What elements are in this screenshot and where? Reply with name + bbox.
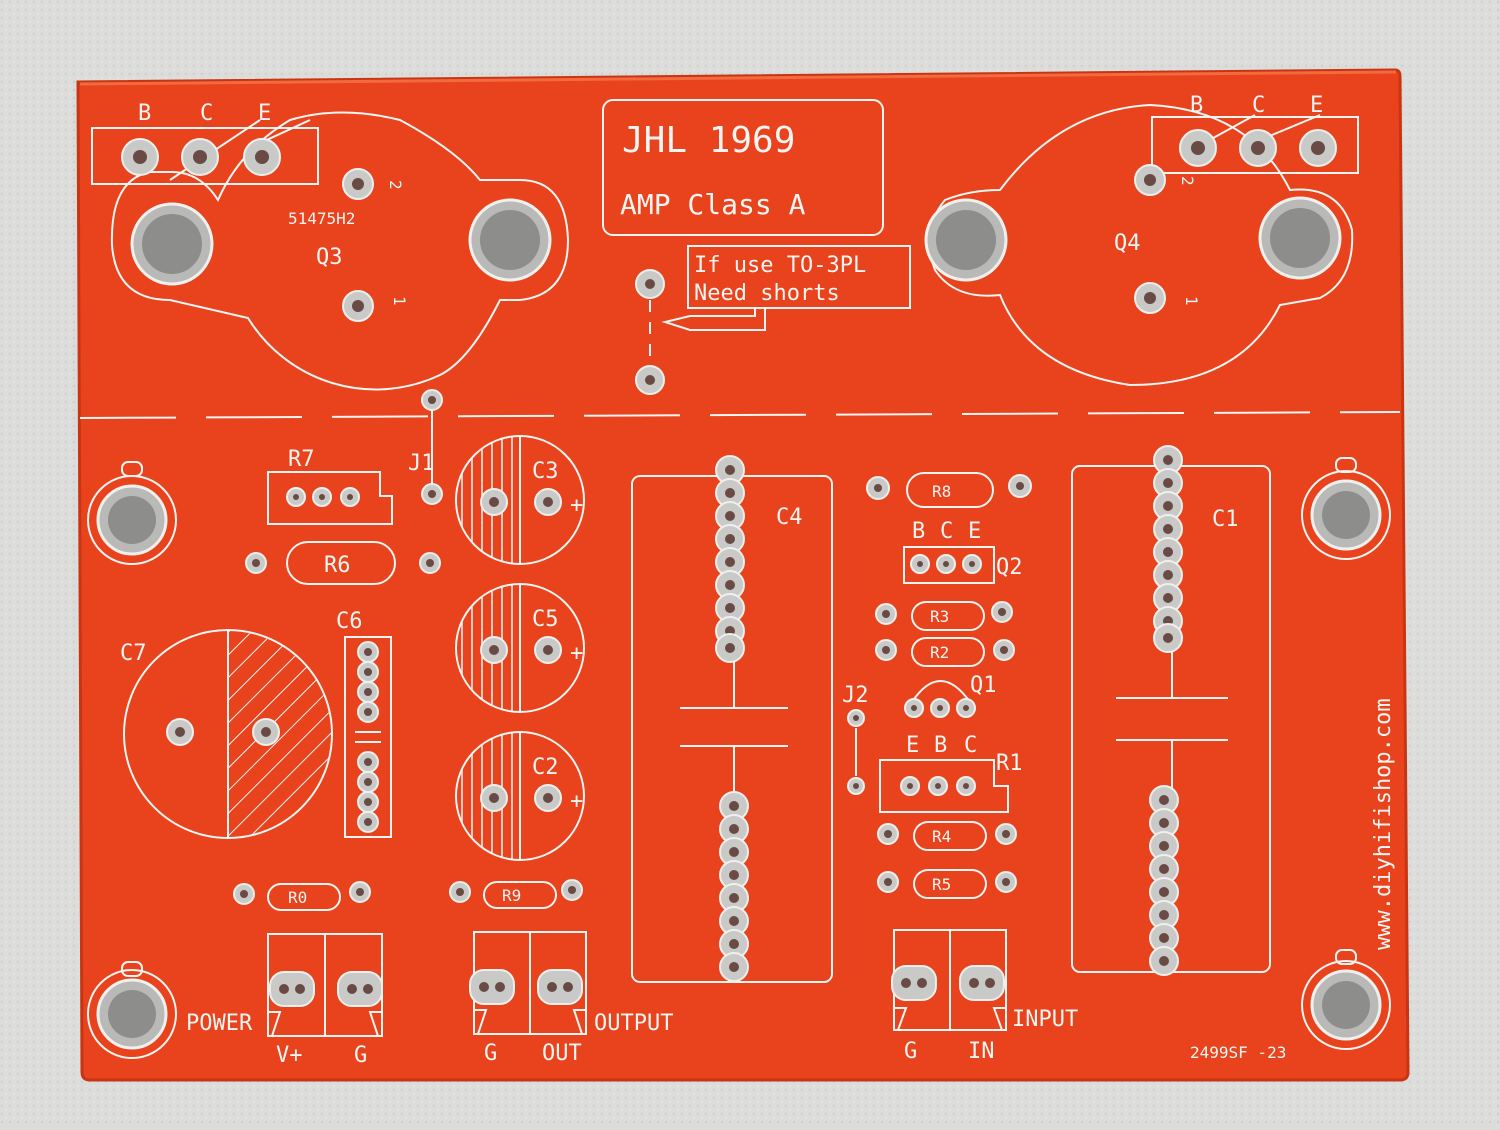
q1-pin-b: B <box>934 733 947 758</box>
title-line2: AMP Class A <box>620 188 806 221</box>
r2-footprint: R2 <box>875 637 1015 667</box>
c6-label: C6 <box>336 609 363 634</box>
q4-pin1-label: 1 <box>1182 296 1201 306</box>
output-pin-a: G <box>484 1041 497 1066</box>
mount-hole-right-top <box>1301 457 1391 560</box>
q4-pin2-label: 2 <box>1178 176 1197 186</box>
c5-plus: + <box>570 641 583 666</box>
to3pl-note: If use TO-3PL Need shorts <box>635 245 911 395</box>
r4-label: R4 <box>932 827 951 846</box>
r5-label: R5 <box>932 875 951 894</box>
power-pin-b: G <box>354 1043 367 1068</box>
q1-pin-e: E <box>906 733 919 758</box>
note-line1: If use TO-3PL <box>694 253 866 278</box>
r3-footprint: R3 <box>875 601 1013 631</box>
r8-label: R8 <box>932 482 951 501</box>
divider-line <box>79 411 1401 419</box>
c4-label: C4 <box>776 505 803 530</box>
q4-pin-b-label: B <box>1190 93 1203 118</box>
r6-footprint: R6 <box>245 541 441 585</box>
q3-pin2-label: 2 <box>386 180 405 190</box>
q3-pin1-label: 1 <box>390 296 409 306</box>
r0-footprint: R0 <box>233 881 371 911</box>
r6-label: R6 <box>324 553 351 578</box>
r4-footprint: R4 <box>877 821 1017 851</box>
r1-label: R1 <box>996 751 1023 776</box>
power-label: POWER <box>186 1011 253 1036</box>
r1-footprint: E B C R1 <box>879 733 1023 813</box>
q3-pin-e-label: E <box>258 101 271 126</box>
c5-label: C5 <box>532 607 559 632</box>
q2-pin-b: B <box>912 519 925 544</box>
q2-label: Q2 <box>996 555 1023 580</box>
c3-plus: + <box>570 493 583 518</box>
q4-footprint: B C E Q4 2 1 <box>928 93 1359 387</box>
r3-label: R3 <box>930 607 949 626</box>
q4-pin-e-label: E <box>1310 93 1323 118</box>
r7-label: R7 <box>288 447 315 472</box>
r7-footprint: R7 <box>267 447 393 525</box>
q4-pads <box>924 129 1342 314</box>
j1-footprint: J1 <box>408 389 443 505</box>
r9-label: R9 <box>502 886 521 905</box>
q2-footprint: B C E Q2 <box>903 519 1023 584</box>
c3-label: C3 <box>532 459 559 484</box>
j2-footprint: J2 <box>842 683 869 795</box>
r2-label: R2 <box>930 643 949 662</box>
power-pin-a: V+ <box>276 1043 303 1068</box>
output-pin-b: OUT <box>542 1041 582 1066</box>
r5-footprint: R5 <box>877 869 1017 899</box>
power-connector: POWER V+ G <box>186 933 383 1068</box>
q3-footprint: B C E 51475H2 Q3 2 1 <box>91 101 570 391</box>
c2-footprint: C2 + <box>455 731 585 861</box>
q1-pin-c: C <box>964 733 977 758</box>
mount-hole-left-top <box>87 461 177 565</box>
q4-label: Q4 <box>1114 231 1141 256</box>
c4-footprint: C4 <box>631 455 833 983</box>
q3-pin-b-label: B <box>138 101 151 126</box>
q2-pin-c: C <box>940 519 953 544</box>
output-label: OUTPUT <box>594 1011 673 1036</box>
input-pin-a: G <box>904 1039 917 1064</box>
q4-pin-c-label: C <box>1252 93 1265 118</box>
website-text: www.diyhifishop.com <box>1371 698 1396 950</box>
c7-footprint: C7 <box>120 629 333 839</box>
note-line2: Need shorts <box>694 281 840 306</box>
j2-label: J2 <box>842 683 869 708</box>
q3-label: Q3 <box>316 245 343 270</box>
pcb-board <box>76 68 1410 1082</box>
r0-label: R0 <box>288 888 307 907</box>
q2-pin-e: E <box>968 519 981 544</box>
r8-footprint: R8 <box>866 472 1032 508</box>
output-connector: OUTPUT G OUT <box>469 931 673 1066</box>
q3-part-code: 51475H2 <box>288 209 355 228</box>
c6-footprint: C6 <box>336 609 392 838</box>
j1-label: J1 <box>408 451 435 476</box>
q3-pads <box>121 138 552 322</box>
title-line1: JHL 1969 <box>622 120 795 161</box>
q1-label: Q1 <box>970 673 997 698</box>
title-block: JHL 1969 AMP Class A <box>602 99 884 236</box>
c2-label: C2 <box>532 755 559 780</box>
c1-footprint: C1 <box>1071 445 1271 976</box>
mount-hole-right-bottom <box>1301 949 1391 1050</box>
input-pin-b: IN <box>968 1039 995 1064</box>
input-connector: INPUT G IN <box>891 929 1078 1064</box>
q3-pin-c-label: C <box>200 101 213 126</box>
r9-footprint: R9 <box>449 879 583 909</box>
input-label: INPUT <box>1012 1007 1078 1032</box>
c2-plus: + <box>570 789 583 814</box>
c1-label: C1 <box>1212 507 1239 532</box>
board-code: 2499SF -23 <box>1190 1043 1286 1062</box>
c7-label: C7 <box>120 641 147 666</box>
mount-hole-left-bottom <box>87 961 177 1059</box>
q1-footprint: Q1 <box>904 673 997 718</box>
